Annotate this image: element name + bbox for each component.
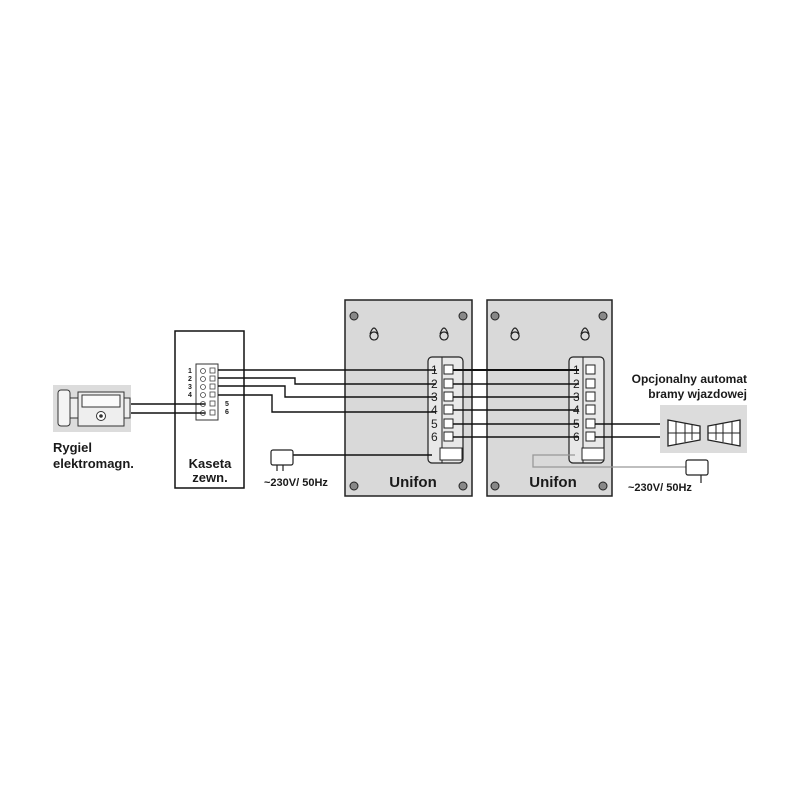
- unit1-label: Unifon: [389, 474, 436, 491]
- gate-label-2: bramy wjazdowej: [648, 387, 747, 401]
- station-terminal-6: 6: [225, 409, 229, 416]
- unit1-terminal-6: 6: [431, 430, 438, 444]
- lock-label-2: elektromagn.: [53, 456, 134, 471]
- power-adapter-right: [685, 459, 709, 483]
- power-label-right: ~230V/ 50Hz: [628, 482, 692, 494]
- gray-power-wire: [532, 454, 686, 468]
- unit1-terminal-4: 4: [431, 403, 438, 417]
- station-terminal-4: 4: [188, 392, 192, 399]
- station-terminal-2: 2: [188, 376, 192, 383]
- station-label-2: zewn.: [192, 470, 227, 485]
- electromagnetic-lock: [53, 385, 131, 432]
- lock-label-1: Rygiel: [53, 440, 92, 455]
- station-terminal-5: 5: [225, 401, 229, 408]
- unit1-terminal-5: 5: [431, 417, 438, 431]
- wires: [131, 369, 668, 456]
- gate-automat: [660, 405, 747, 453]
- power-label-left: ~230V/ 50Hz: [264, 477, 328, 489]
- unifon-unit-1: [344, 299, 473, 497]
- station-label-1: Kaseta: [189, 456, 232, 471]
- unit2-label: Unifon: [529, 474, 576, 491]
- station-terminal-3: 3: [188, 384, 192, 391]
- station-terminal-1: 1: [188, 368, 192, 375]
- gate-label-1: Opcjonalny automat: [632, 372, 747, 386]
- power-adapter-left: [270, 449, 294, 471]
